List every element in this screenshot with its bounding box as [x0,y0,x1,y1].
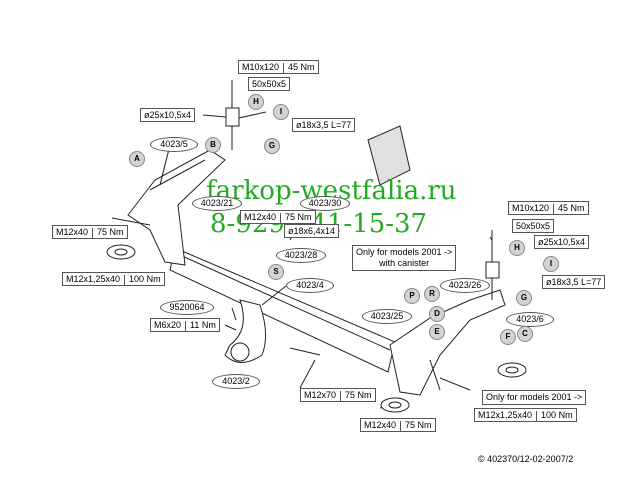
drawing-reference: © 402370/12-02-2007/2 [478,454,574,464]
canister-plate [367,125,411,186]
callout-e: E [429,324,445,340]
callout-s: S [268,264,284,280]
note-canister-line2: with canister [379,258,430,268]
part-4023-2: 4023/2 [212,374,260,389]
callout-h-right: H [509,240,525,256]
callout-f: F [500,329,516,345]
spec-top-d18: ø18x3,5 L=77 [292,118,356,132]
callout-g-top: G [264,138,280,154]
tow-ball [230,342,250,362]
note-canister-line1: Only for models 2001 -> [356,247,453,257]
note-models-2001: Only for models 2001 -> [482,390,587,405]
part-4023-6: 4023/6 [506,312,554,327]
right-bracket [389,289,506,396]
spec-right-d25: ø25x10,5x4 [534,235,590,249]
callout-i-top: I [273,104,289,120]
part-4023-5: 4023/5 [150,137,198,152]
spec-top-washer: 50x50x5 [248,77,291,91]
part-9520064: 9520064 [160,300,214,315]
callout-r: R [424,286,440,302]
part-4023-30: 4023/30 [300,196,350,211]
callout-i-right: I [543,256,559,272]
callout-d: D [429,306,445,322]
part-4023-26: 4023/26 [440,278,490,293]
callout-p: P [404,288,420,304]
part-4023-4: 4023/4 [286,278,334,293]
spec-top-d25: ø25x10,5x4 [140,108,196,122]
part-4023-28: 4023/28 [276,248,326,263]
part-4023-21: 4023/21 [192,196,242,211]
callout-h-top: H [248,94,264,110]
callout-g-right: G [516,290,532,306]
part-4023-25: 4023/25 [362,309,412,324]
callout-a: A [129,151,145,167]
left-bracket [127,149,226,266]
callout-b: B [205,137,221,153]
spec-right-washer: 50x50x5 [512,219,555,233]
spec-center-d18: ø18x6,4x14 [284,224,340,238]
note-canister: Only for models 2001 ->with canister [352,245,457,271]
spec-right-d18: ø18x3,5 L=77 [542,275,606,289]
callout-c: C [517,326,533,342]
